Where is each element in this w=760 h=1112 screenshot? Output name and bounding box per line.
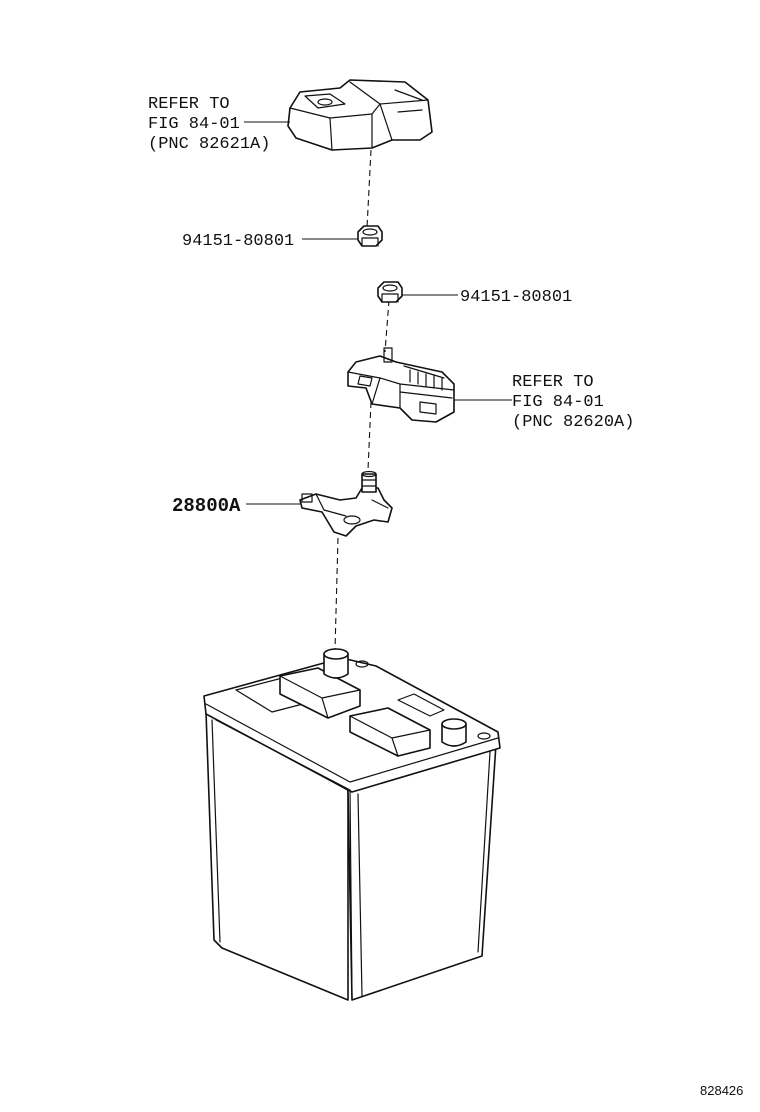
fuse-block-part bbox=[347, 347, 455, 423]
alignment-line-nut bbox=[384, 299, 390, 353]
alignment-line-cover bbox=[366, 149, 372, 229]
terminal-part-number: 28800A bbox=[172, 495, 241, 517]
fuse-refer-line-1: REFER TO bbox=[512, 373, 594, 392]
alignment-line-fuse bbox=[367, 401, 372, 471]
cover-refer-line-2: FIG 84-01 bbox=[148, 115, 240, 134]
nut-upper-part bbox=[357, 225, 383, 247]
battery-part bbox=[203, 648, 501, 1001]
nut-lower-part-number: 94151-80801 bbox=[460, 288, 572, 307]
terminal-cover-part bbox=[287, 79, 433, 151]
cover-refer-line-1: REFER TO bbox=[148, 95, 230, 114]
battery-terminal-part bbox=[299, 470, 393, 537]
fuse-refer-line-2: FIG 84-01 bbox=[512, 393, 604, 412]
figure-number: 828426 bbox=[700, 1083, 743, 1098]
nut-lower-part bbox=[377, 281, 403, 303]
nut-upper-part-number: 94151-80801 bbox=[182, 232, 294, 251]
cover-refer-line-3: (PNC 82621A) bbox=[148, 135, 270, 154]
fuse-refer-line-3: (PNC 82620A) bbox=[512, 413, 634, 432]
alignment-line-terminal bbox=[334, 537, 339, 651]
